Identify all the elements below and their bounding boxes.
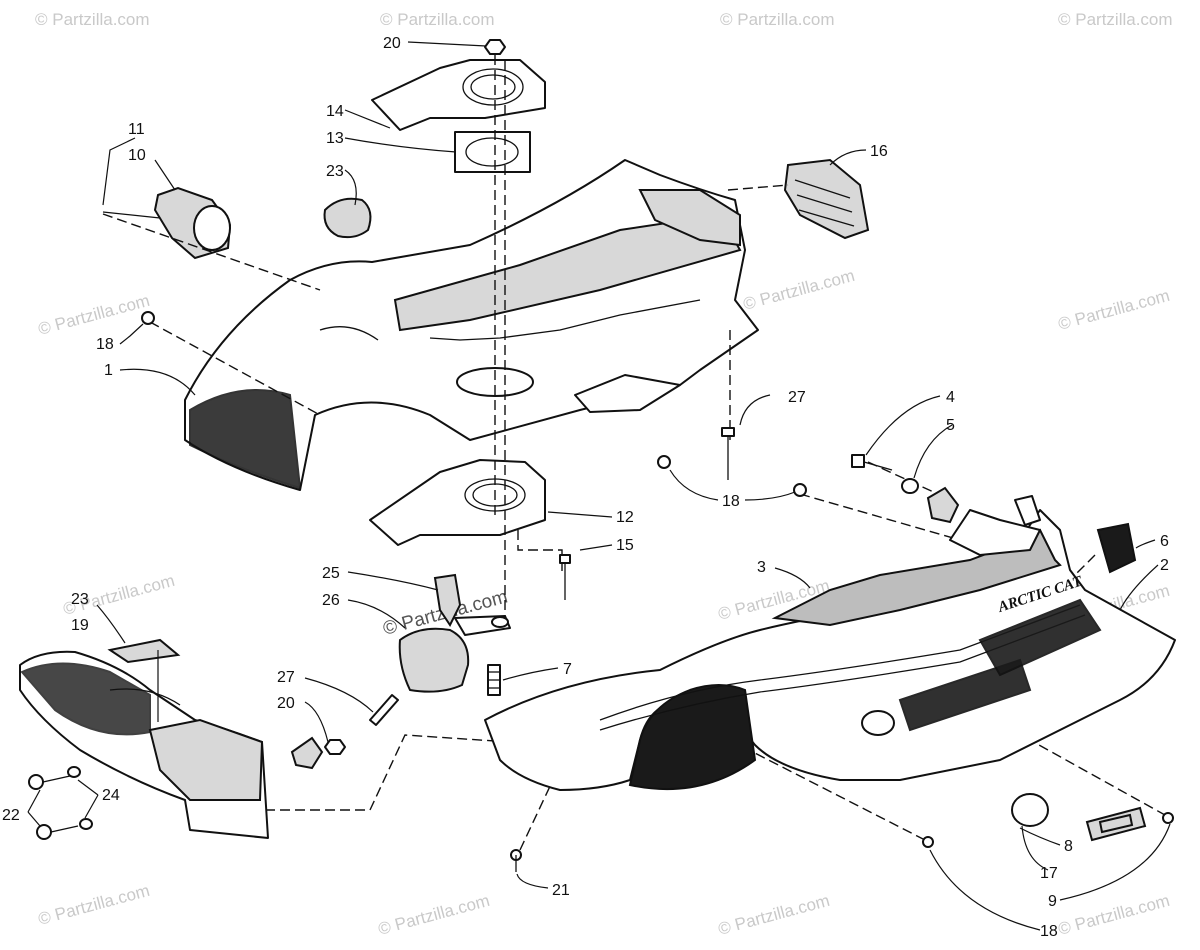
part-25-bracket	[433, 573, 462, 627]
part-9-screw	[1162, 812, 1174, 824]
callout-5: 5	[946, 417, 955, 434]
part-18-screw-lower	[922, 836, 934, 848]
callout-20: 20	[383, 35, 401, 52]
part-24-washers	[67, 766, 93, 830]
callout-19: 19	[71, 617, 89, 634]
part-8-reflector	[1085, 806, 1147, 842]
part-21-screw	[510, 849, 522, 872]
part-3-tray	[771, 495, 1062, 627]
leader-lines	[27, 41, 1171, 931]
callout-16: 16	[870, 143, 888, 160]
part-17-grommet	[1011, 793, 1049, 827]
part-20-nut-lower	[324, 739, 346, 755]
part-18-screw	[141, 311, 807, 497]
part-19-front-bumper	[19, 650, 269, 839]
part-5-washer	[901, 478, 919, 494]
part-1-hood	[184, 159, 759, 491]
callout-4: 4	[946, 389, 955, 406]
part-2-belly-pan	[484, 509, 1176, 791]
part-20-nut	[484, 39, 506, 55]
callout-17: 17	[1040, 865, 1058, 882]
callout-23: 23	[71, 591, 89, 608]
watermark: © Partzilla.com	[716, 891, 832, 939]
watermark: © Partzilla.com	[1056, 891, 1172, 939]
part-16-vent	[783, 158, 870, 240]
part-22-bolts	[28, 774, 79, 840]
bracket	[926, 486, 960, 524]
lower-bracket	[290, 736, 324, 770]
callout-25: 25	[322, 565, 340, 582]
callout-26: 26	[322, 592, 340, 609]
callout-22: 22	[2, 807, 20, 824]
watermark: © Partzilla.com	[1056, 286, 1172, 334]
watermark: © Partzilla.com	[380, 10, 495, 29]
callout-11: 11	[128, 121, 145, 138]
watermark: © Partzilla.com	[1058, 10, 1173, 29]
watermark: © Partzilla.com	[35, 10, 150, 29]
part-6-bumper	[1096, 522, 1137, 574]
callout-7: 7	[563, 661, 572, 678]
callout-27: 27	[277, 669, 295, 686]
callout-18: 18	[1040, 923, 1058, 940]
callout-27: 27	[788, 389, 806, 406]
part-10-headlight	[102, 186, 232, 260]
part-14-upper-plate	[371, 59, 546, 131]
part-12-lower-plate	[369, 459, 546, 546]
callout-labels: 20 14 13 11 10 23 16 18 1 27 4 5 18 12 1…	[2, 35, 1169, 940]
callout-12: 12	[616, 509, 634, 526]
part-23-badge	[323, 197, 372, 239]
callout-13: 13	[326, 130, 344, 147]
watermark: © Partzilla.com	[376, 891, 492, 939]
part-23-decal	[107, 638, 181, 664]
watermark: © Partzilla.com	[36, 881, 152, 929]
watermark: © Partzilla.com	[741, 266, 857, 314]
callout-6: 6	[1160, 533, 1169, 550]
callout-14: 14	[326, 103, 344, 120]
callout-8: 8	[1064, 838, 1073, 855]
callout-3: 3	[757, 559, 766, 576]
callout-9: 9	[1048, 893, 1057, 910]
part-27-rivet-lower	[369, 694, 399, 726]
callout-1: 1	[104, 362, 113, 379]
part-13-gasket	[454, 131, 531, 173]
callout-20: 20	[277, 695, 295, 712]
callout-24: 24	[102, 787, 120, 804]
callout-18: 18	[96, 336, 114, 353]
callout-2: 2	[1160, 557, 1169, 574]
part-26-clamp	[398, 615, 511, 693]
callout-15: 15	[616, 537, 634, 554]
part-7-bolt	[487, 664, 501, 696]
callout-10: 10	[128, 147, 146, 164]
part-4-bolt	[851, 454, 893, 471]
part-27-rivet	[721, 427, 735, 480]
watermark: © Partzilla.com	[720, 10, 835, 29]
callout-21: 21	[552, 882, 570, 899]
callout-18: 18	[722, 493, 740, 510]
callout-23: 23	[326, 163, 344, 180]
part-15-rivet	[559, 554, 571, 600]
